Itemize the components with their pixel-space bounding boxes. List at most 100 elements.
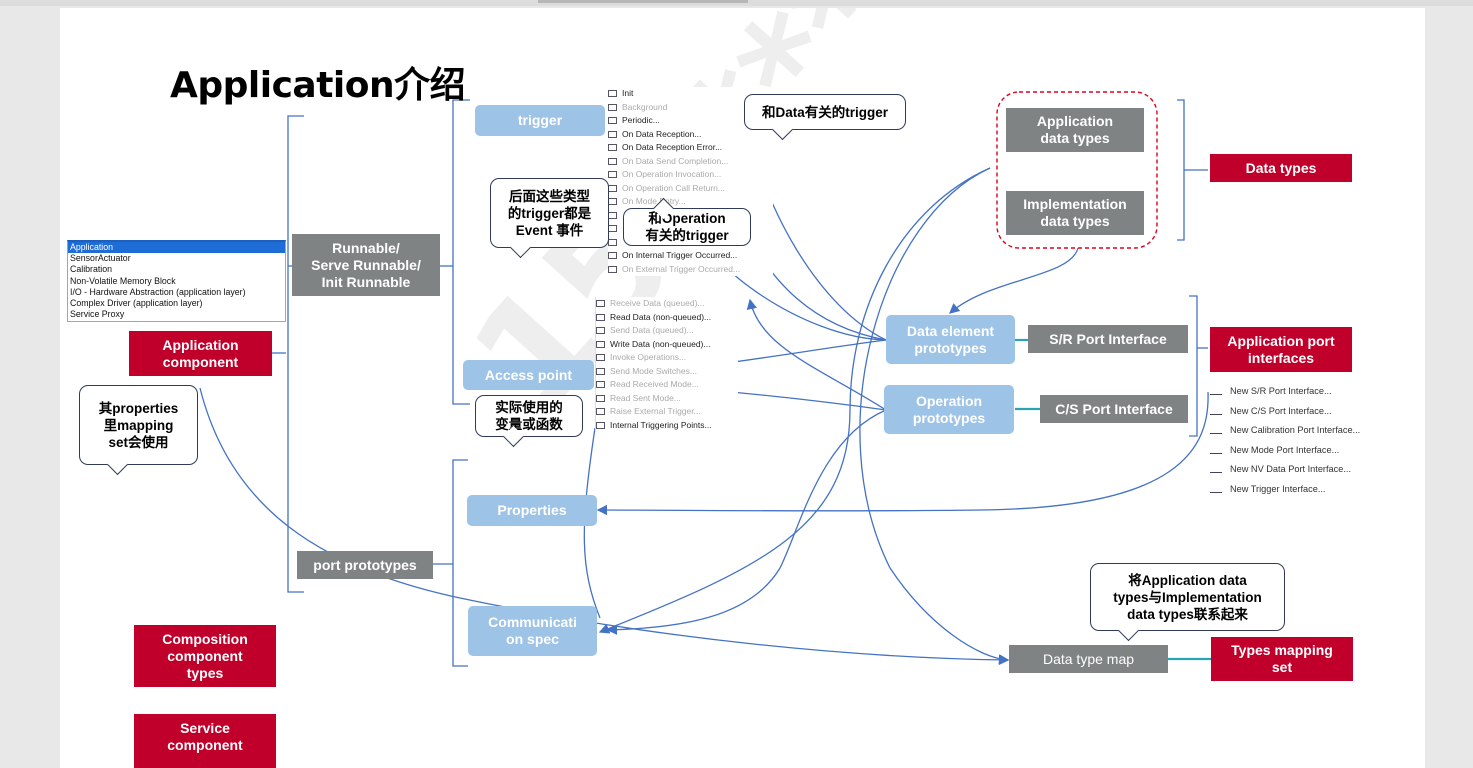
- component-type-item[interactable]: SensorActuator: [70, 253, 131, 264]
- trigger-menu-item[interactable]: On Data Send Completion...: [608, 155, 773, 169]
- bracket-ports: [452, 459, 468, 667]
- access-menu-item[interactable]: Read Data (non-queued)...: [596, 311, 738, 325]
- application-data-types-box: Application data types: [1006, 108, 1144, 152]
- operation-prototypes-box: Operation prototypes: [884, 385, 1014, 434]
- menu-item-icon: [608, 238, 617, 246]
- application-component-box: Application component: [129, 331, 272, 376]
- interface-icon: [1210, 408, 1222, 415]
- composition-component-types-box: Composition component types: [134, 625, 276, 687]
- interface-icon: [1210, 486, 1222, 493]
- menu-item-icon: [608, 198, 617, 206]
- component-type-item[interactable]: Calibration: [70, 264, 113, 275]
- trigger-menu-item[interactable]: On Mode Entry...: [608, 195, 773, 209]
- types-mapping-set-box: Types mapping set: [1211, 637, 1353, 681]
- interface-icon: [1210, 388, 1222, 396]
- menu-item-icon: [608, 171, 617, 179]
- slide-canvas: 153***6135: [60, 8, 1425, 768]
- sr-port-interface-box: S/R Port Interface: [1028, 325, 1188, 353]
- menu-item-icon: [608, 103, 617, 111]
- runnable-box: Runnable/ Serve Runnable/ Init Runnable: [292, 234, 440, 296]
- menu-item-icon: [596, 313, 605, 321]
- menu-item-icon: [608, 157, 617, 165]
- access-menu-item[interactable]: Send Data (queued)...: [596, 324, 738, 338]
- port-interface-menu-item[interactable]: New S/R Port Interface...: [1210, 382, 1390, 402]
- access-menu-item[interactable]: Write Data (non-queued)...: [596, 338, 738, 352]
- component-type-item[interactable]: Complex Driver (application layer): [70, 298, 203, 309]
- trigger-menu-item[interactable]: On Data Reception Error...: [608, 141, 773, 155]
- trigger-menu-item[interactable]: Init: [608, 87, 773, 101]
- menu-item-icon: [596, 340, 605, 348]
- menu-item-icon: [608, 144, 617, 152]
- service-component-box: Service component: [134, 714, 276, 768]
- menu-item-icon: [608, 211, 617, 219]
- trigger-menu-item[interactable]: On Data Reception...: [608, 128, 773, 142]
- menu-item-icon: [608, 225, 617, 233]
- menu-item-icon: [608, 265, 617, 273]
- menu-item-icon: [608, 130, 617, 138]
- trigger-menu-item[interactable]: Periodic...: [608, 114, 773, 128]
- menu-item-icon: [608, 117, 617, 125]
- component-type-item[interactable]: Non-Volatile Memory Block: [70, 275, 176, 286]
- menu-item-icon: [596, 354, 605, 362]
- callout-operation-trigger: 和Operation 有关的trigger: [623, 208, 751, 246]
- trigger-menu-item[interactable]: On Operation Invocation...: [608, 168, 773, 182]
- implementation-data-types-box: Implementation data types: [1006, 191, 1144, 235]
- interface-icon: [1210, 466, 1222, 474]
- callout-map-description: 将Application data types与Implementation d…: [1090, 563, 1285, 631]
- component-type-list[interactable]: Application SensorActuator Calibration N…: [67, 240, 286, 322]
- port-interface-menu-item[interactable]: New C/S Port Interface...: [1210, 402, 1390, 422]
- access-menu-item[interactable]: Read Sent Mode...: [596, 392, 738, 406]
- menu-item-icon: [596, 394, 605, 402]
- menu-item-icon: [608, 252, 617, 260]
- trigger-box: trigger: [475, 105, 605, 136]
- callout-event-trigger: 后面这些类型 的trigger都是 Event 事件: [490, 178, 609, 248]
- access-menu-item[interactable]: Read Received Mode...: [596, 378, 738, 392]
- menu-item-icon: [596, 408, 605, 416]
- callout-actual-use: 实际使用的 变量或函数: [475, 395, 583, 437]
- component-type-item[interactable]: I/O - Hardware Abstraction (application …: [70, 286, 246, 297]
- port-interface-menu-item[interactable]: New NV Data Port Interface...: [1210, 460, 1390, 480]
- bracket-port-interfaces: [1189, 295, 1198, 437]
- port-prototypes-box: port prototypes: [297, 551, 433, 579]
- bracket-app-component: [287, 115, 304, 593]
- bracket-data-types: [1177, 99, 1185, 241]
- access-menu-item[interactable]: Internal Triggering Points...: [596, 419, 738, 433]
- port-interface-menu-item[interactable]: New Mode Port Interface...: [1210, 441, 1390, 461]
- menu-item-icon: [596, 300, 605, 308]
- callout-data-trigger: 和Data有关的trigger: [744, 94, 906, 130]
- window-top-strip: [0, 0, 1473, 6]
- component-type-item[interactable]: Application: [68, 242, 285, 254]
- connector-lines: [199, 91, 1211, 667]
- application-port-interfaces-box: Application port interfaces: [1210, 327, 1352, 372]
- page-title: Application介绍: [170, 65, 466, 106]
- menu-item-icon: [596, 381, 605, 389]
- port-interface-menu-item[interactable]: New Calibration Port Interface...: [1210, 421, 1390, 441]
- menu-item-icon: [596, 327, 605, 335]
- access-point-menu[interactable]: Receive Data (queued)... Read Data (non-…: [595, 297, 738, 432]
- access-menu-item[interactable]: Receive Data (queued)...: [596, 297, 738, 311]
- trigger-menu-item[interactable]: Background: [608, 101, 773, 115]
- trigger-menu-item[interactable]: On External Trigger Occurred...: [608, 263, 773, 277]
- menu-item-icon: [596, 367, 605, 375]
- port-interface-menu-item[interactable]: New Trigger Interface...: [1210, 480, 1390, 500]
- access-menu-item[interactable]: Raise External Trigger...: [596, 405, 738, 419]
- access-menu-item[interactable]: Send Mode Switches...: [596, 365, 738, 379]
- component-type-item[interactable]: Service Proxy: [70, 309, 125, 320]
- menu-item-icon: [608, 184, 617, 192]
- access-point-box: Access point: [463, 360, 594, 390]
- menu-item-icon: [596, 421, 605, 429]
- menu-item-icon: [608, 90, 617, 98]
- properties-box: Properties: [467, 495, 597, 526]
- access-menu-item[interactable]: Invoke Operations...: [596, 351, 738, 365]
- trigger-menu-item[interactable]: On Operation Call Return...: [608, 182, 773, 196]
- interface-icon: [1210, 427, 1222, 435]
- scrollbar-thumb[interactable]: [538, 0, 748, 3]
- cs-port-interface-box: C/S Port Interface: [1040, 395, 1188, 423]
- port-interface-menu[interactable]: New S/R Port Interface... New C/S Port I…: [1210, 382, 1390, 499]
- data-types-box: Data types: [1210, 154, 1352, 182]
- trigger-menu-item[interactable]: [608, 236, 773, 250]
- data-element-prototypes-box: Data element prototypes: [886, 315, 1015, 364]
- bracket-runnable: [452, 99, 470, 405]
- data-type-map-box: Data type map: [1009, 645, 1168, 673]
- trigger-menu-item[interactable]: On Internal Trigger Occurred...: [608, 249, 773, 263]
